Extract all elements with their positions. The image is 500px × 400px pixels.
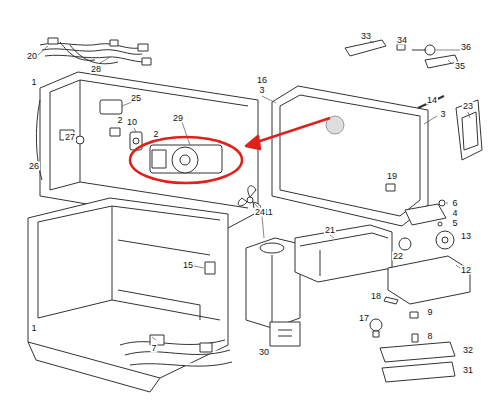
- callout-number: 27: [64, 133, 76, 142]
- highlight-annotation: [130, 118, 330, 183]
- callout-number: 26: [28, 162, 40, 171]
- callout-number: 19: [386, 172, 398, 181]
- callout-number: 33: [360, 32, 372, 41]
- callout-number: 18: [370, 292, 382, 301]
- callout-number: 28: [90, 65, 102, 74]
- callout-number: 25: [130, 94, 142, 103]
- callout-number: 9: [426, 308, 433, 317]
- callout-number: 15: [182, 261, 194, 270]
- callout-number: 36: [460, 43, 472, 52]
- callout-number: 8: [426, 332, 433, 341]
- callout-number: 17: [358, 314, 370, 323]
- control-parts: [386, 184, 470, 304]
- callout-number: 20: [26, 52, 38, 61]
- callout-number: 3: [258, 86, 265, 95]
- callout-number: 24: [254, 208, 266, 217]
- callout-number: 23: [462, 102, 474, 111]
- callout-number: 32: [462, 346, 474, 355]
- air-duct-assembly: [246, 225, 392, 346]
- callout-number: 16: [256, 76, 268, 85]
- freezer-liner: [28, 198, 228, 392]
- callout-number: 1: [30, 78, 37, 87]
- callout-number: 2: [152, 130, 159, 139]
- callout-number: 7: [150, 344, 157, 353]
- fan-blade: [238, 186, 260, 209]
- callout-number: 4: [451, 209, 458, 218]
- callout-number: 3: [439, 110, 446, 119]
- callout-number: 35: [454, 62, 466, 71]
- callout-number: 34: [396, 36, 408, 45]
- callout-number: 2: [116, 116, 123, 125]
- light-parts: [370, 297, 455, 382]
- door-panel: [272, 86, 482, 226]
- callout-number: 30: [258, 348, 270, 357]
- callout-number: 21: [324, 226, 336, 235]
- callout-number: 5: [451, 219, 458, 228]
- callout-number: 6: [451, 199, 458, 208]
- callout-number: 12: [460, 266, 472, 275]
- wire-harness: [40, 38, 151, 65]
- callout-number: 14: [426, 96, 438, 105]
- freezer-parts: [120, 262, 232, 366]
- callout-number: 1: [30, 324, 37, 333]
- callout-number: 13: [460, 232, 472, 241]
- callout-number: 29: [172, 114, 184, 123]
- callout-number: 31: [462, 366, 474, 375]
- leader-lines: [38, 41, 470, 340]
- callout-number: 22: [392, 252, 404, 261]
- callout-number: 10: [126, 118, 138, 127]
